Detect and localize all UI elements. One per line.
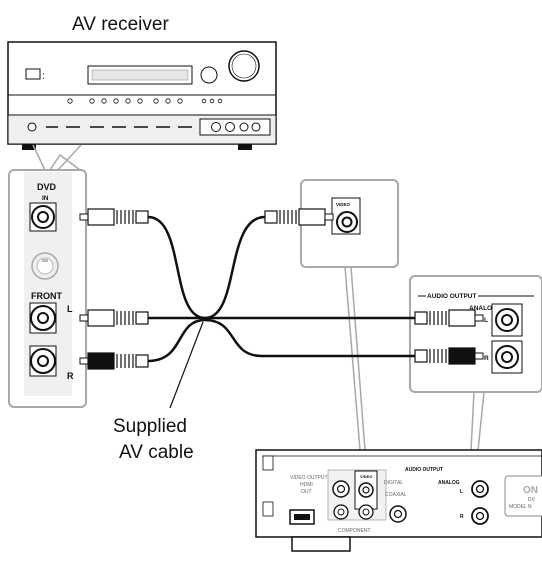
av-receiver: : <box>7 41 277 171</box>
panel-audio-left-jack <box>29 302 57 334</box>
player-audio-output-label: AUDIO OUTPUT <box>405 467 443 473</box>
panel-dvd-label: DVD <box>37 182 57 192</box>
player-dvd-text: DV <box>528 497 536 503</box>
plug-right-player <box>414 347 484 365</box>
player-hdmi-label: HDMI <box>300 482 313 488</box>
plug-left-receiver <box>79 309 149 327</box>
player-left-label: L <box>460 489 463 495</box>
player-coaxial-label: COAXIAL <box>385 492 407 498</box>
panel-audio-right-jack <box>29 345 57 377</box>
inset-audio-title: AUDIO OUTPUT <box>427 293 477 300</box>
panel-left-label: L <box>67 304 73 314</box>
callout-line-2: AV cable <box>119 442 194 463</box>
svg-text::: : <box>42 71 45 82</box>
receiver-input-panel: DVD IN FRONT L R <box>8 144 87 408</box>
plug-video-receiver <box>79 208 149 226</box>
panel-right-label: R <box>67 371 74 381</box>
inset-analog-label: ANALOG <box>469 305 497 312</box>
player-component-label: COMPONENT <box>338 528 371 534</box>
plug-right-receiver <box>79 352 149 370</box>
player-video-label: VIDEO <box>360 474 372 479</box>
inset-right-label: R <box>484 355 489 362</box>
callout-leader <box>169 321 204 409</box>
player-model-text: MODEL N <box>509 504 532 510</box>
player-out-label: OUT <box>301 489 312 495</box>
inset-left-label: L <box>484 317 488 324</box>
player-right-label: R <box>460 514 464 520</box>
panel-svideo-jack <box>31 252 59 280</box>
player-video-inset: VIDEO <box>300 179 399 451</box>
player-brand-text: ON <box>523 485 538 496</box>
receiver-title: AV receiver <box>72 14 169 35</box>
player-analog-label: ANALOG <box>438 480 460 486</box>
av-cable <box>146 215 417 363</box>
player-video-output-label: VIDEO OUTPUT <box>290 475 328 481</box>
dvd-player: VIDEO OUTPUT HDMI OUT VIDEO COMPONENT AU… <box>255 449 542 552</box>
panel-video-jack <box>29 202 57 232</box>
plug-video-player <box>264 208 334 226</box>
inset-video-label: VIDEO <box>336 202 351 207</box>
player-audio-inset: AUDIO OUTPUT ANALOG L R <box>409 275 542 471</box>
player-digital-label: DIGITAL <box>384 480 403 486</box>
panel-in-label: IN <box>42 195 49 202</box>
callout-line-1: Supplied <box>113 416 187 437</box>
plug-left-player <box>414 309 484 327</box>
panel-front-label: FRONT <box>31 291 62 301</box>
